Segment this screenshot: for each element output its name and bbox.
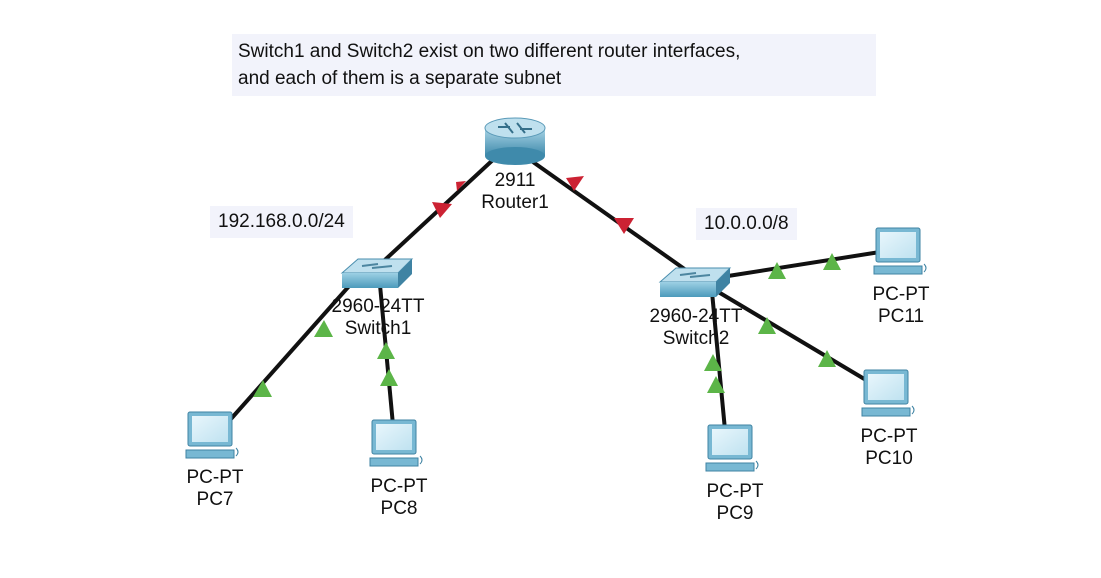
router1-name: Router1 xyxy=(481,192,549,213)
switch2-name: Switch2 xyxy=(662,328,730,349)
link-status-up-marker xyxy=(768,262,786,279)
pc8-name: PC8 xyxy=(380,498,418,519)
router1-icon[interactable] xyxy=(484,117,546,165)
pc7-icon[interactable] xyxy=(185,411,239,459)
link-router1-switch2[interactable] xyxy=(507,143,702,282)
switch2-icon[interactable] xyxy=(658,267,732,297)
pc9-model: PC-PT xyxy=(706,481,764,502)
link-status-down-marker xyxy=(614,218,634,234)
pc8-label: PC-PT PC8 xyxy=(354,476,444,520)
pc11-label: PC-PT PC11 xyxy=(856,284,946,328)
link-status-up-marker xyxy=(758,317,776,334)
link-status-up-marker xyxy=(818,350,836,367)
link-status-up-marker xyxy=(377,342,395,359)
pc10-label: PC-PT PC10 xyxy=(844,426,934,470)
pc9-icon[interactable] xyxy=(705,424,759,472)
switch1-name: Switch1 xyxy=(344,318,412,339)
pc7-name: PC7 xyxy=(196,489,234,510)
pc11-name: PC11 xyxy=(877,306,925,327)
switch1-label: 2960-24TT Switch1 xyxy=(318,296,438,340)
subnet-label-right: 10.0.0.0/8 xyxy=(696,208,797,240)
link-switch2-pc10[interactable] xyxy=(713,288,868,382)
pc9-name: PC9 xyxy=(716,503,754,524)
link-switch2-pc11[interactable] xyxy=(727,250,881,278)
pc11-icon[interactable] xyxy=(873,227,927,275)
link-status-up-marker xyxy=(823,253,841,270)
link-status-up-marker xyxy=(314,320,333,337)
pc9-label: PC-PT PC9 xyxy=(690,481,780,525)
subnet-label-left: 192.168.0.0/24 xyxy=(210,206,353,238)
router1-model: 2911 xyxy=(494,170,536,191)
pc11-model: PC-PT xyxy=(872,284,930,305)
note-box: Switch1 and Switch2 exist on two differe… xyxy=(232,34,876,96)
switch1-model: 2960-24TT xyxy=(331,296,425,317)
pc10-icon[interactable] xyxy=(861,369,915,417)
link-switch2-pc9[interactable] xyxy=(710,291,727,431)
note-line-1: Switch1 and Switch2 exist on two differe… xyxy=(238,41,741,62)
router1-label: 2911 Router1 xyxy=(470,170,560,214)
switch1-icon[interactable] xyxy=(340,258,414,288)
pc10-name: PC10 xyxy=(865,448,913,469)
link-status-up-marker xyxy=(704,354,722,371)
pc7-label: PC-PT PC7 xyxy=(170,467,260,511)
switch2-label: 2960-24TT Switch2 xyxy=(636,306,756,350)
pc8-icon[interactable] xyxy=(369,419,423,467)
link-status-down-marker xyxy=(456,181,466,191)
link-status-up-marker xyxy=(380,369,398,386)
link-switch1-pc7[interactable] xyxy=(228,283,352,422)
pc10-model: PC-PT xyxy=(860,426,918,447)
link-status-down-marker xyxy=(566,176,584,191)
link-status-down-marker xyxy=(432,202,452,218)
pc7-model: PC-PT xyxy=(186,467,244,488)
link-status-up-marker xyxy=(707,376,725,393)
switch2-model: 2960-24TT xyxy=(649,306,743,327)
pc8-model: PC-PT xyxy=(370,476,428,497)
note-line-2: and each of them is a separate subnet xyxy=(238,68,562,89)
link-status-up-marker xyxy=(253,380,272,397)
